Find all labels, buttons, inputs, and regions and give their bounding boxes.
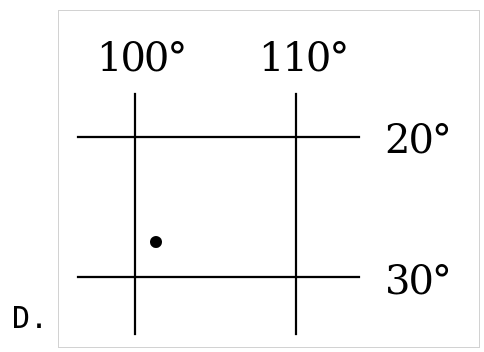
option-label: D. [12,301,49,336]
location-dot [150,236,162,248]
longitude-label-110: 110° [259,35,347,81]
diagram-frame [58,10,480,348]
latitude-label-20: 20° [385,117,450,163]
latitude-label-30: 30° [385,258,450,304]
longitude-label-100: 100° [97,35,185,81]
